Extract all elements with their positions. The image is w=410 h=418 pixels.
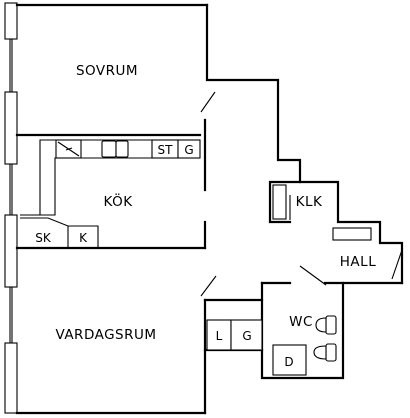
toilet-tank xyxy=(325,315,337,335)
kitchen-counter: ST G xyxy=(20,139,201,216)
walls xyxy=(15,3,404,415)
room-label-vardagsrum: VARDAGSRUM xyxy=(55,327,156,343)
room-label-klk: KLK xyxy=(296,194,323,210)
sink-label: SK xyxy=(35,231,52,245)
window-frame xyxy=(4,91,18,165)
basin xyxy=(313,345,327,360)
fridge-unit xyxy=(177,139,201,159)
left-wall xyxy=(4,2,18,414)
hall-shelf xyxy=(332,227,372,241)
wardrobes: L G xyxy=(206,319,263,351)
room-label-hall: HALL xyxy=(340,254,376,270)
kitchen-lower-counter: SK K xyxy=(20,217,99,248)
toilet-bowl xyxy=(315,317,327,333)
door-vardagsrum xyxy=(200,275,217,297)
window-frame xyxy=(4,2,18,40)
stove-label: ST xyxy=(158,143,174,157)
wardrobe-l-label: L xyxy=(216,329,223,343)
door-sovrum xyxy=(200,91,216,113)
room-label-sovrum: SOVRUM xyxy=(76,63,138,79)
wardrobe-g xyxy=(230,319,263,351)
fridge-label: G xyxy=(184,143,193,157)
door-entrance xyxy=(391,249,403,280)
closet-shelf xyxy=(272,184,287,220)
sink-basin xyxy=(101,140,117,158)
sink-basin xyxy=(115,140,129,158)
dryer-label: D xyxy=(284,355,293,369)
wc-fixtures: D xyxy=(272,315,337,376)
doors xyxy=(200,91,403,297)
cabinet-label: K xyxy=(79,231,88,245)
window-frame xyxy=(4,342,18,414)
room-label-kok: KÖK xyxy=(103,192,133,210)
dryer xyxy=(272,344,307,376)
room-label-wc: WC xyxy=(289,314,313,330)
klk-closet xyxy=(272,184,287,220)
window-frame xyxy=(4,214,18,288)
door-wc xyxy=(299,265,327,286)
wardrobe-g-label: G xyxy=(242,329,251,343)
basin-back xyxy=(325,343,337,362)
